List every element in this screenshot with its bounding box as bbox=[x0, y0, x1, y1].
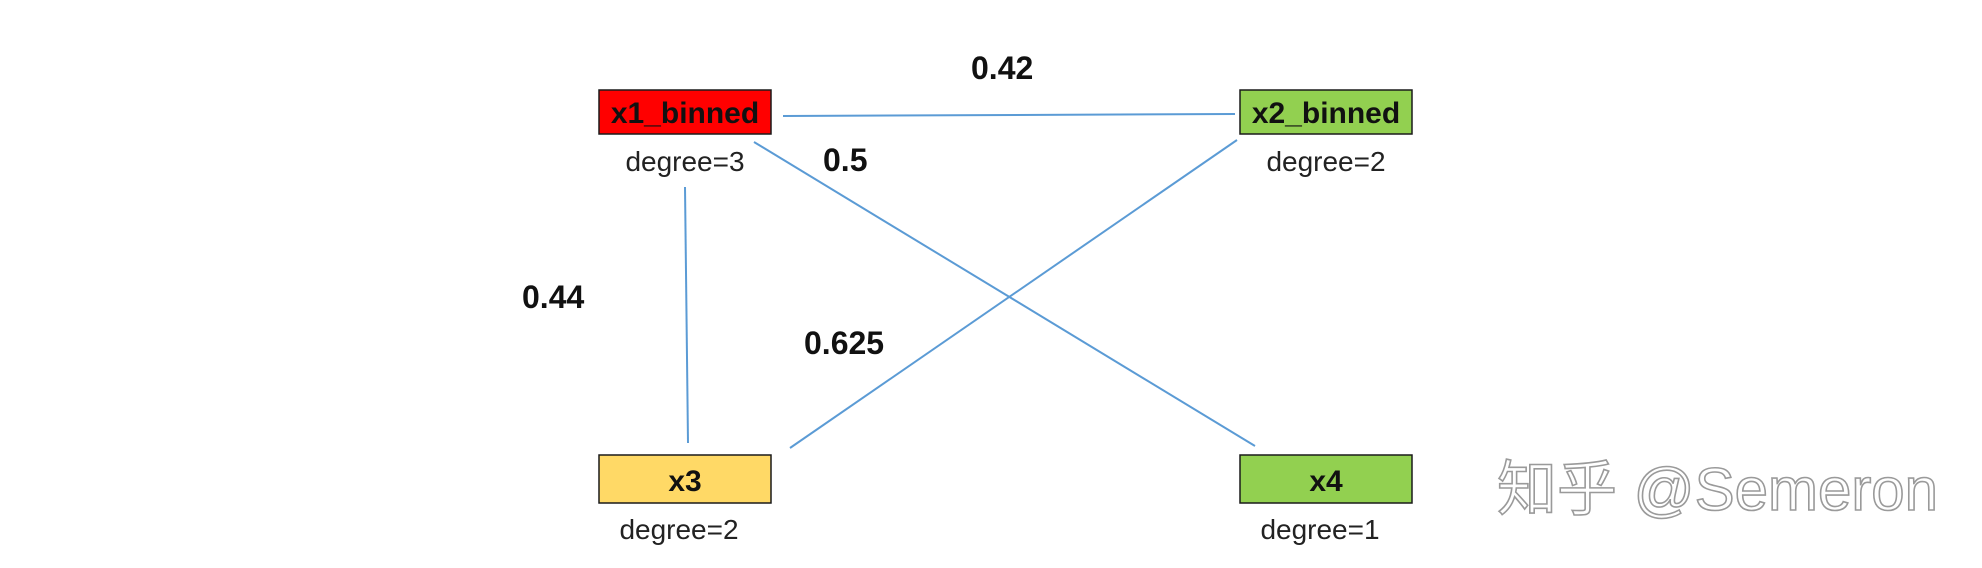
edge-weight-x1-x3: 0.44 bbox=[522, 279, 584, 315]
degree-label-x2-binned: degree=2 bbox=[1266, 146, 1385, 177]
edge-weight-x1-x4: 0.5 bbox=[823, 142, 867, 178]
degree-label-x3: degree=2 bbox=[619, 514, 738, 545]
degree-label-x1-binned: degree=3 bbox=[625, 146, 744, 177]
degree-label-x4: degree=1 bbox=[1260, 514, 1379, 545]
node-x1-binned: x1_binned degree=3 bbox=[598, 89, 772, 177]
node-box-x2-binned bbox=[1239, 89, 1413, 135]
edge-x2-x3 bbox=[789, 139, 1238, 449]
node-x2-binned: x2_binned degree=2 bbox=[1239, 89, 1413, 177]
node-label-x2-binned: x2_binned bbox=[1252, 97, 1400, 130]
node-label-x4: x4 bbox=[1309, 465, 1343, 498]
node-label-x3: x3 bbox=[668, 465, 701, 498]
node-x4: x4 degree=1 bbox=[1239, 454, 1413, 545]
node-box-x4 bbox=[1239, 454, 1413, 504]
node-box-x1-binned bbox=[598, 89, 772, 135]
edge-weight-x1-x2: 0.42 bbox=[971, 50, 1033, 86]
node-x3: x3 degree=2 bbox=[598, 454, 772, 545]
edge-weight-x2-x3: 0.625 bbox=[804, 325, 884, 361]
node-label-x1-binned: x1_binned bbox=[611, 97, 759, 130]
edge-x1-x4 bbox=[753, 141, 1256, 447]
edge-x1-x3 bbox=[684, 186, 689, 444]
watermark-text: 知乎 @Semeron bbox=[1497, 456, 1938, 523]
edge-x1-x2 bbox=[782, 113, 1236, 117]
node-box-x3 bbox=[598, 454, 772, 504]
